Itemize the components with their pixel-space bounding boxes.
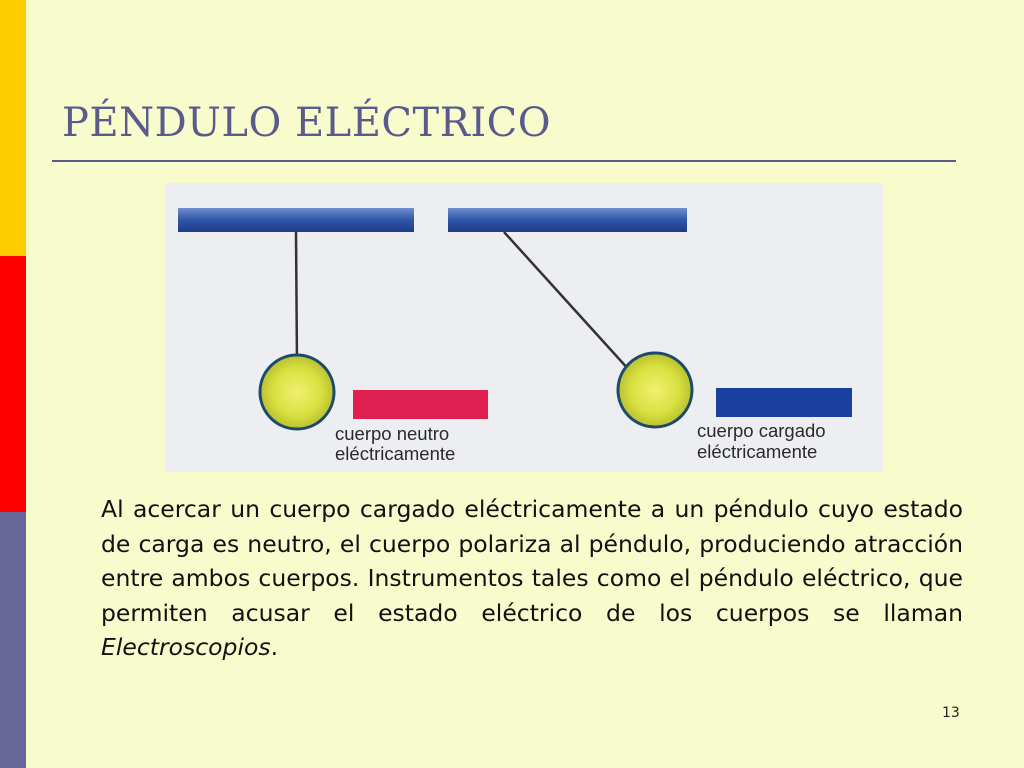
page-number: 13 <box>942 705 960 721</box>
slide-title: PÉNDULO ELÉCTRICO <box>62 100 552 146</box>
left-label-line2: eléctricamente <box>335 443 455 464</box>
right-pendulum-sphere <box>616 351 694 429</box>
left-pendulum-thread <box>294 231 299 366</box>
term-electroscopios: Electroscopios <box>101 633 271 661</box>
accent-bar-purple <box>0 512 26 768</box>
paragraph-end: . <box>270 633 279 661</box>
accent-bar-red <box>0 256 26 512</box>
title-underline <box>52 160 956 162</box>
right-label-line2: eléctricamente <box>697 441 817 462</box>
accent-bar-yellow <box>0 0 26 256</box>
left-pendulum-sphere <box>258 353 336 431</box>
paragraph-main-text: Al acercar un cuerpo cargado eléctricame… <box>101 495 963 627</box>
charged-body <box>716 388 852 417</box>
left-support-bar <box>178 208 414 232</box>
pendulum-illustration: cuerpo neutro eléctricamente cuerpo carg… <box>178 208 852 464</box>
neutral-body <box>353 390 488 419</box>
right-pendulum-thread <box>503 231 631 372</box>
explanation-paragraph: Al acercar un cuerpo cargado eléctricame… <box>101 492 963 665</box>
left-label-line1: cuerpo neutro <box>335 423 449 444</box>
right-support-bar <box>448 208 687 232</box>
right-label-line1: cuerpo cargado <box>697 420 826 441</box>
pendulum-figure: cuerpo neutro eléctricamente cuerpo carg… <box>165 183 883 472</box>
